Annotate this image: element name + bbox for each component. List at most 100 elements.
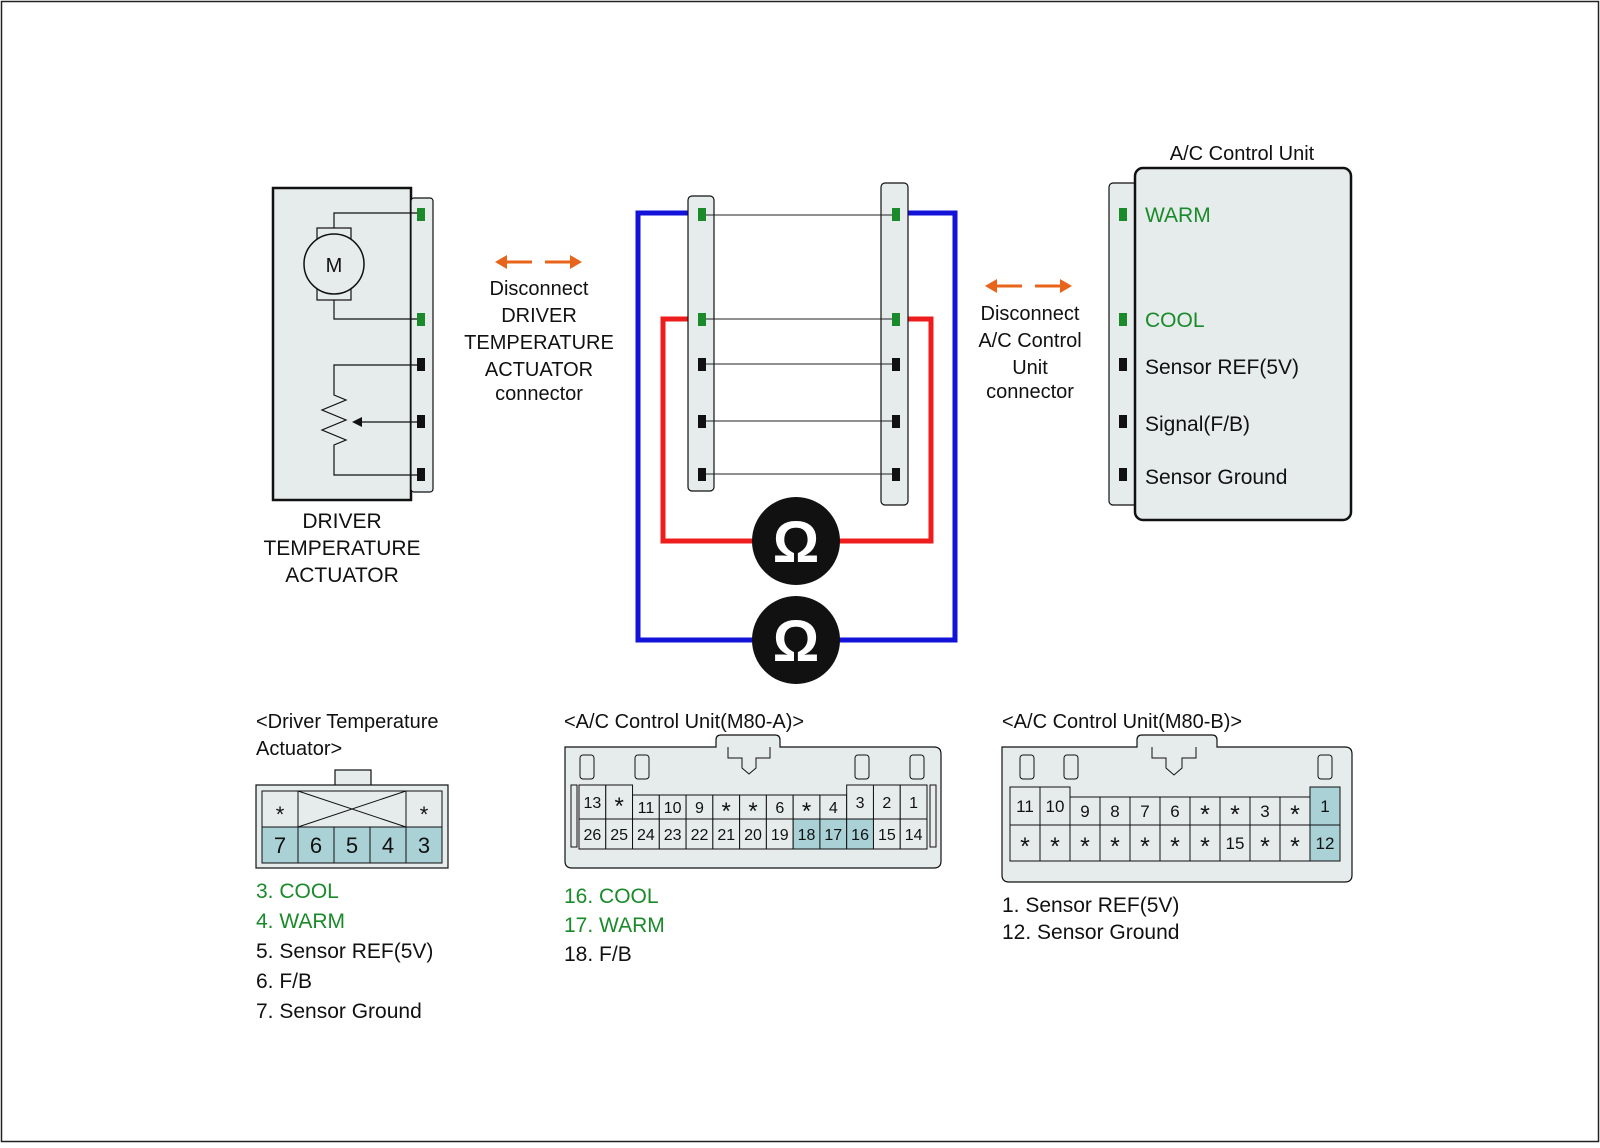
- disconnect-control-unit-note: Disconnect A/C Control Unit connector: [978, 279, 1082, 403]
- conn-dta-pin-3-label: 3: [418, 833, 430, 858]
- conn-m80a-pin-bottom-3: 23: [658, 818, 687, 850]
- potentiometer-icon: [320, 364, 420, 476]
- conn-m80a-pin-top-10: 3: [846, 784, 874, 820]
- conn-m80b-pin-bottom-9-label: *: [1290, 833, 1300, 861]
- conn-m80b-pin-top-2: 9: [1069, 796, 1101, 826]
- conn-m80b-legend-1: 12. Sensor Ground: [1002, 921, 1179, 944]
- conn-m80a-pin-bottom-5: 21: [712, 818, 741, 850]
- conn-m80a-pin-top-0-label: 13: [583, 795, 601, 812]
- actuator-pin-warm: [417, 208, 425, 221]
- harness: Ω Ω: [635, 182, 958, 684]
- control-label-cool: COOL: [1145, 309, 1205, 332]
- conn-dta-pin-6: 6: [297, 826, 335, 864]
- conn-m80a-pin-top-9-label: 4: [829, 800, 838, 817]
- control-label-ref: Sensor REF(5V): [1145, 356, 1299, 379]
- conn-m80b-pin-bottom-7-label: 15: [1226, 834, 1245, 853]
- conn-m80a-pin-top-12-label: 1: [909, 795, 918, 812]
- conn-m80a-pin-bottom-7-label: 19: [771, 827, 789, 844]
- conn-m80b-pin-bottom-10: 12: [1309, 824, 1341, 862]
- conn-m80a-pin-bottom-1: 25: [605, 818, 634, 850]
- conn-m80b-pin-top-4-label: 7: [1140, 802, 1149, 821]
- conn-m80a-pin-top-7-label: 6: [775, 800, 784, 817]
- conn-m80b-pin-top-9: *: [1279, 796, 1311, 829]
- conn-m80b-pin-top-6: *: [1189, 796, 1221, 829]
- conn-m80b-pin-bottom-0: *: [1009, 824, 1041, 862]
- disconnect-right-line-2: A/C Control: [978, 330, 1081, 352]
- actuator-pin-ref: [417, 358, 425, 371]
- conn-m80a-pin-bottom-5-label: 21: [717, 827, 735, 844]
- conn-m80b-pin-top-5: 6: [1159, 796, 1191, 826]
- conn-m80a-pin-top-6: *: [739, 794, 767, 825]
- conn-m80b-pin-bottom-8: *: [1249, 824, 1281, 862]
- conn-m80a-pin-bottom-9: 17: [819, 818, 848, 850]
- disconnect-left-line-3: TEMPERATURE: [464, 332, 614, 354]
- conn-m80a-pin-top-7: 6: [765, 794, 794, 820]
- conn-m80a-pin-top-2: 11: [632, 794, 660, 820]
- control-label-ground: Sensor Ground: [1145, 466, 1287, 489]
- conn-dta-pin-7-label: 7: [274, 833, 286, 858]
- conn-dta-top-2: *: [420, 802, 429, 827]
- conn-dta-pin-4-label: 4: [382, 833, 394, 858]
- harness-connector-left: [687, 195, 715, 492]
- conn-m80b-pin-bottom-0-label: *: [1020, 833, 1030, 861]
- control-label-fb: Signal(F/B): [1145, 413, 1250, 436]
- conn-m80a-pin-bottom-11: 15: [872, 818, 901, 850]
- conn-m80b-pin-top-10-label: 1: [1320, 797, 1329, 816]
- conn-dta-legend-1: 4. WARM: [256, 910, 345, 933]
- actuator-title-3: ACTUATOR: [285, 564, 399, 587]
- disconnect-left-line-2: DRIVER: [501, 305, 577, 327]
- conn-m80b-pin-top-4: 7: [1129, 796, 1161, 826]
- conn-m80a-pin-bottom-0-label: 26: [583, 827, 601, 844]
- conn-m80b-pin-bottom-3-label: *: [1110, 833, 1120, 861]
- conn-dta-top-1: *: [276, 802, 285, 827]
- control-label-warm: WARM: [1145, 204, 1211, 227]
- disconnect-right-line-4: connector: [986, 381, 1074, 403]
- conn-m80a-pin-top-11-label: 2: [882, 795, 891, 812]
- blue-meter-lead: [635, 210, 958, 643]
- conn-m80a-pin-bottom-6-label: 20: [744, 827, 762, 844]
- conn-m80a-pin-bottom-3-label: 23: [664, 827, 682, 844]
- actuator-title-1: DRIVER: [302, 510, 381, 533]
- conn-m80a-pin-top-2-label: 11: [638, 800, 655, 817]
- actuator-pin-cool: [417, 313, 425, 326]
- actuator-pin-fb: [417, 415, 425, 428]
- conn-m80a-pin-bottom-2-label: 24: [637, 827, 655, 844]
- conn-m80a-pin-top-12: 1: [899, 784, 928, 820]
- conn-dta-pin-5: 5: [333, 826, 371, 864]
- conn-m80a-pin-top-11: 2: [872, 784, 901, 820]
- control-pin-warm: [1119, 208, 1127, 221]
- conn-m80b-pin-bottom-7: 15: [1219, 824, 1251, 862]
- conn-m80a-pin-bottom-9-label: 17: [824, 827, 842, 844]
- conn-m80a-pin-bottom-12: 14: [899, 818, 928, 850]
- disconnect-left-line-1: Disconnect: [490, 278, 589, 300]
- conn-m80a-pin-top-5: *: [712, 794, 741, 825]
- conn-m80b-legend-0: 1. Sensor REF(5V): [1002, 894, 1179, 917]
- conn-m80a-legend-1: 17. WARM: [564, 914, 665, 937]
- harness-connector-right: [880, 182, 909, 506]
- conn-m80a-pin-bottom-6: 20: [739, 818, 767, 850]
- ohmmeter-icon: Ω: [752, 596, 840, 684]
- conn-m80b-pin-top-1: 10: [1039, 786, 1071, 826]
- conn-m80a-pin-top-8-label: *: [802, 798, 811, 825]
- conn-m80a-pin-bottom-1-label: 25: [610, 827, 628, 844]
- conn-dta-pin-5-label: 5: [346, 833, 358, 858]
- conn-m80b-pin-top-0-label: 11: [1016, 797, 1034, 816]
- conn-m80b-pin-bottom-4: *: [1129, 824, 1161, 862]
- conn-m80a-pin-top-5-label: *: [722, 798, 731, 825]
- control-unit-component: A/C Control Unit WARM COOL Sensor REF(5V…: [1108, 143, 1353, 522]
- conn-m80b-pin-bottom-2-label: *: [1080, 833, 1090, 861]
- ohm-symbol-blue: Ω: [773, 609, 820, 674]
- conn-m80b-pin-bottom-10-label: 12: [1316, 834, 1335, 853]
- conn-m80b-pin-bottom-9: *: [1279, 824, 1311, 862]
- conn-m80b-pin-bottom-6-label: *: [1200, 833, 1210, 861]
- conn-m80b-pin-bottom-3: *: [1099, 824, 1131, 862]
- conn-m80b-pin-top-7-label: *: [1230, 801, 1240, 829]
- conn-dta-pin-6-label: 6: [310, 833, 322, 858]
- disconnect-left-line-5: connector: [495, 383, 583, 405]
- disconnect-left-line-4: ACTUATOR: [485, 359, 593, 381]
- conn-m80b-pin-top-0: 11: [1009, 786, 1041, 826]
- conn-m80b-pin-top-6-label: *: [1200, 801, 1210, 829]
- control-pin-ref: [1119, 358, 1127, 371]
